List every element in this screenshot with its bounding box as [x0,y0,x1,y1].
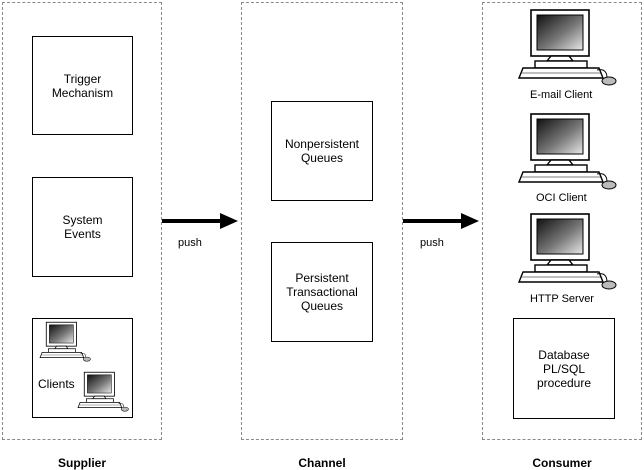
consumer-panel [482,2,642,440]
consumer-title: Consumer [532,456,592,470]
computer-icon [39,321,91,363]
push-arrow [162,213,238,229]
database-box: Database PL/SQL procedure [513,318,615,419]
nonpersistent-queues-label: Nonpersistent Queues [284,137,360,165]
system-events-label: System Events [62,213,103,241]
computer-icon [517,112,617,192]
supplier-panel [2,2,162,440]
system-events-box: System Events [32,177,133,277]
persistent-queues-box: Persistent Transactional Queues [271,242,373,342]
clients-label: Clients [38,377,75,391]
channel-title: Channel [298,456,346,470]
nonpersistent-queues-box: Nonpersistent Queues [271,101,373,201]
oci-client-label: OCI Client [536,192,587,204]
push-label: push [178,237,202,249]
trigger-mechanism-label: Trigger Mechanism [51,71,114,100]
database-label: Database PL/SQL procedure [536,347,592,390]
computer-icon [517,212,617,292]
trigger-mechanism-box: Trigger Mechanism [32,36,133,135]
push-label: push [420,237,444,249]
supplier-title: Supplier [57,456,106,470]
channel-panel [241,2,403,440]
email-client-label: E-mail Client [530,89,593,101]
persistent-queues-label: Persistent Transactional Queues [286,271,358,313]
computer-icon [517,8,617,88]
push-arrow [403,213,479,229]
computer-icon [77,371,129,413]
clients-box: Clients [32,318,133,418]
http-server-label: HTTP Server [530,293,594,305]
